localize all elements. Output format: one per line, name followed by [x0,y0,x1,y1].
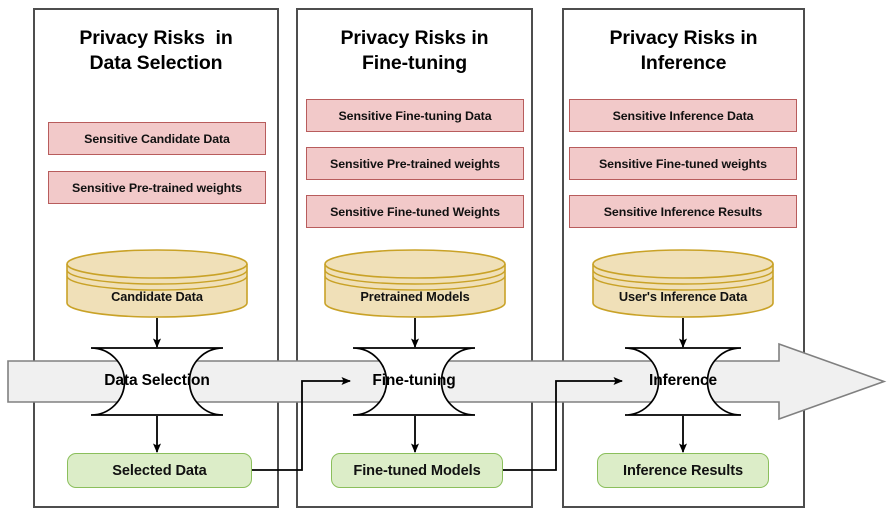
output-inference-results: Inference Results [597,453,769,488]
output-selected-data: Selected Data [67,453,252,488]
datastore-candidate-data: Candidate Data [66,249,248,318]
process-label: Data Selection [104,372,210,389]
risk-box-sensitive-inference-data: Sensitive Inference Data [569,99,797,132]
column-inference [562,8,805,508]
process-fine-tuning: Fine-tuning [352,347,476,416]
risk-box-sensitive-pretrained-weights-ft: Sensitive Pre-trained weights [306,147,524,180]
risk-box-sensitive-finetuning-data: Sensitive Fine-tuning Data [306,99,524,132]
cylinder-shape [324,249,506,318]
column-title-line2: Fine-tuning [361,51,468,74]
process-inference: Inference [624,347,742,416]
process-card-shape [624,347,742,416]
risk-box-sensitive-candidate-data: Sensitive Candidate Data [48,122,266,155]
process-label: Fine-tuning [372,372,456,389]
column-fine-tuning [296,8,533,508]
risk-box-sensitive-pretrained-weights: Sensitive Pre-trained weights [48,171,266,204]
column-title-line2: Inference [640,51,727,74]
risk-box-sensitive-inference-results: Sensitive Inference Results [569,195,797,228]
column-title-line2: Data Selection [89,51,223,74]
datastore-label: Candidate Data [111,289,203,304]
column-title-line1: Privacy Risks in [609,27,758,49]
process-card-shape [352,347,476,416]
datastore-user-inference-data: User's Inference Data [592,249,774,318]
risk-box-sensitive-finetuned-weights-inf: Sensitive Fine-tuned weights [569,147,797,180]
cylinder-shape [592,249,774,318]
column-data-selection [33,8,279,508]
column-title-line1: Privacy Risks in [79,27,233,49]
cylinder-shape [66,249,248,318]
datastore-label: User's Inference Data [618,289,748,304]
datastore-label: Pretrained Models [360,289,470,304]
process-data-selection: Data Selection [90,347,224,416]
process-label: Inference [648,372,718,389]
process-card-shape [90,347,224,416]
column-title-line1: Privacy Risks in [340,27,489,49]
datastore-pretrained-models: Pretrained Models [324,249,506,318]
risk-box-sensitive-finetuned-weights: Sensitive Fine-tuned Weights [306,195,524,228]
output-fine-tuned-models: Fine-tuned Models [331,453,503,488]
